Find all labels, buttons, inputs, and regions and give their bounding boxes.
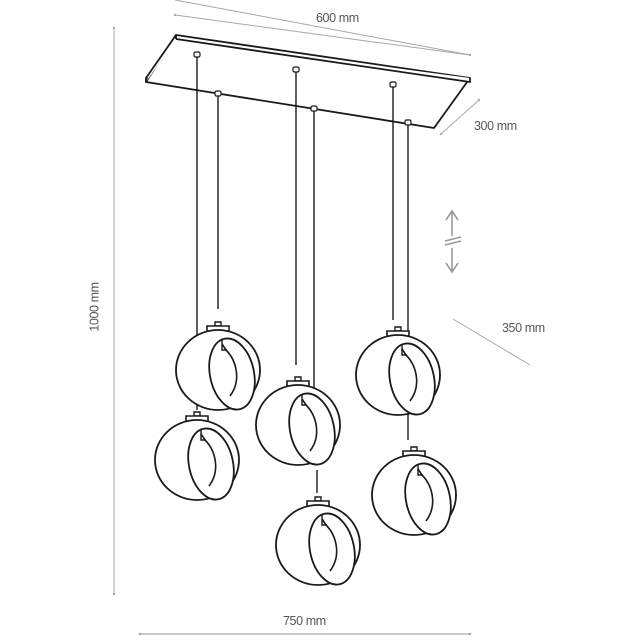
pendant-shade-5 (371, 446, 458, 540)
adjustable-height-arrows-icon (444, 209, 462, 274)
dimension-overall-width (138, 632, 472, 636)
dimension-height (112, 26, 116, 596)
pendant-shade-4 (154, 411, 241, 505)
label-shade-depth: 350 mm (502, 321, 545, 335)
pendant-shade-6 (275, 496, 362, 590)
dimension-shade-depth (452, 318, 531, 366)
pendant-shade-2 (355, 326, 442, 420)
label-canopy-width: 300 mm (474, 119, 517, 133)
dimension-canopy-width (439, 98, 481, 136)
pendant-shade-3 (255, 376, 342, 470)
label-overall-width: 750 mm (283, 614, 326, 628)
canopy-mount-points (193, 51, 412, 126)
label-canopy-length: 600 mm (316, 11, 359, 25)
dimension-canopy-length (173, 0, 472, 57)
label-height: 1000 mm (87, 282, 102, 332)
canopy (145, 34, 471, 129)
pendant-shade-1 (175, 321, 262, 415)
